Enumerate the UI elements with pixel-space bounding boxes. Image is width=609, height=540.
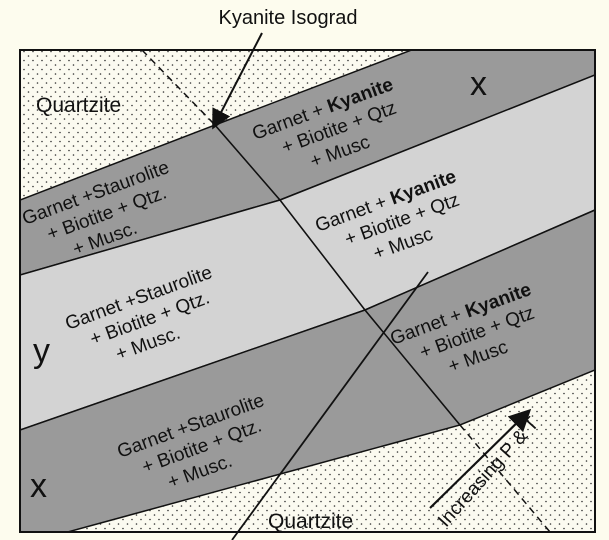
quartzite-label-bottom: Quartzite xyxy=(268,510,353,533)
letter-x-top: x xyxy=(470,65,487,103)
isograd-pointer-arrow xyxy=(212,32,263,130)
quartzite-label-top: Quartzite xyxy=(36,94,121,117)
diagram-frame xyxy=(19,49,596,533)
increasing-pt-arrow xyxy=(429,408,532,509)
letter-x-bottom: x xyxy=(30,467,47,505)
cross-line xyxy=(231,271,429,540)
kyanite-isograd-title: Kyanite Isograd xyxy=(219,7,358,29)
layer-x-lower-kyanite xyxy=(363,209,595,426)
isograd-dashed-upper xyxy=(141,49,216,126)
letter-y: y xyxy=(33,332,50,370)
layer-y-kyanite xyxy=(278,74,595,311)
layer-x-upper-kyanite xyxy=(213,50,595,201)
